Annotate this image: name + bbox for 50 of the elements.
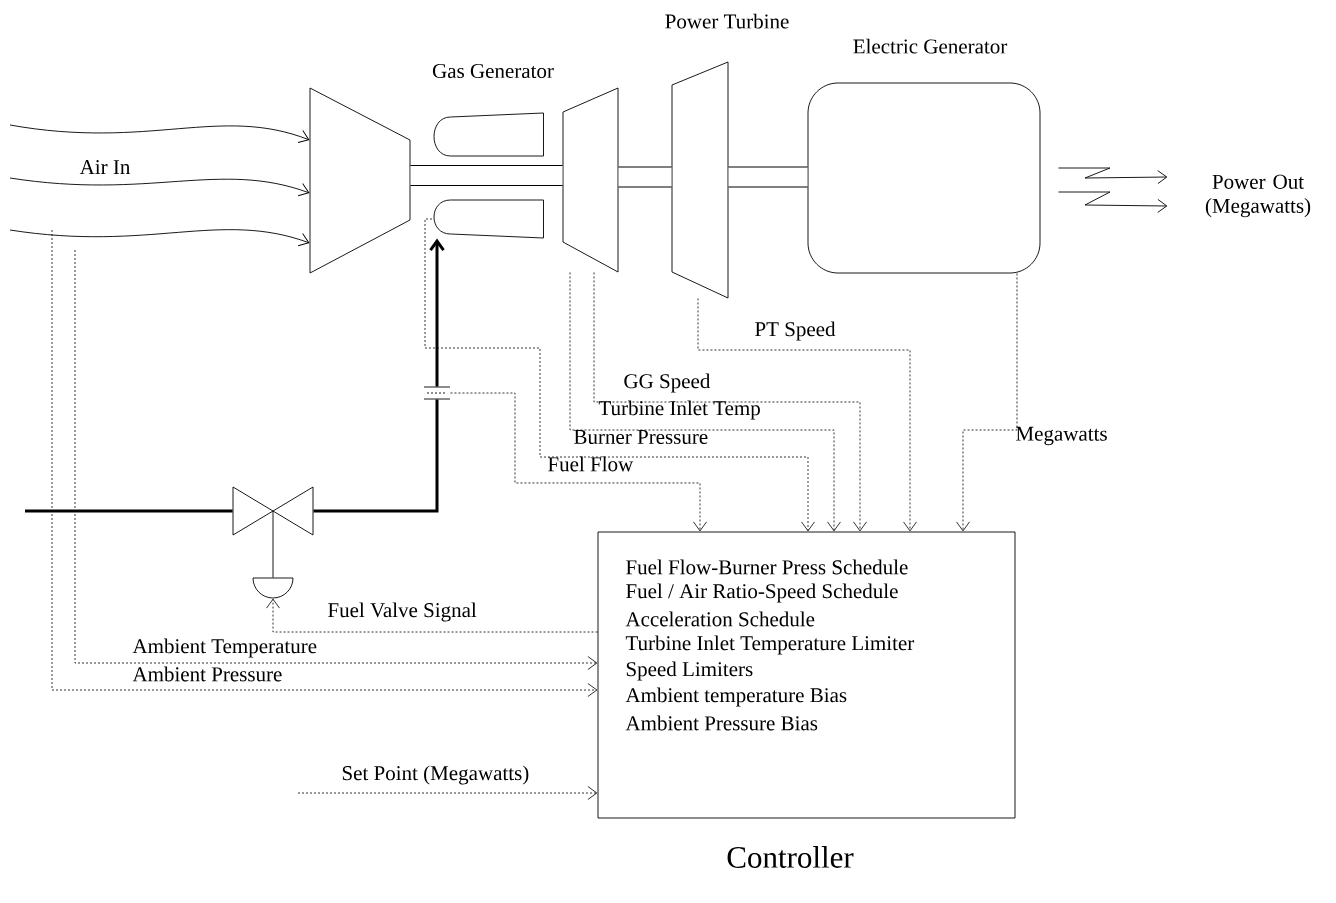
compressor-drawing — [309, 87, 411, 274]
shaft — [410, 165, 563, 186]
air-arrow — [9, 229, 310, 247]
edge-label: GG Speed — [624, 373, 711, 393]
valve-symbol — [232, 486, 314, 536]
flow-meter-symbol — [423, 386, 451, 400]
controller-box: Fuel Flow-Burner Press Schedule Fuel / Air Ratio-Speed Schedule Acceleration Schedule Turbine Inlet Temperature Limiter Speed Limiters Ambient temperature Bias Ambient Pressure Bias — [597, 531, 1016, 819]
generator-label: Electric Generator — [853, 38, 1008, 54]
signal-arrow — [697, 298, 917, 532]
signal-arrow — [450, 392, 707, 532]
power-arrow — [1058, 167, 1168, 185]
fuel-line — [313, 399, 439, 513]
edge-label: PT Speed — [755, 321, 836, 341]
edge-label: Fuel Flow — [548, 456, 634, 472]
shaft — [618, 166, 672, 188]
node-label: Ambient Pressure Bias — [625, 715, 818, 731]
air-arrow — [9, 177, 310, 197]
combustor-drawing — [433, 112, 544, 157]
node-label: Fuel Flow-Burner Press Schedule — [626, 559, 908, 575]
signal-arrow — [593, 272, 867, 532]
edge-label: Fuel Valve Signal — [328, 602, 477, 622]
edge-label: Set Point (Megawatts) — [342, 765, 529, 785]
signal-arrow — [297, 786, 598, 800]
signal-arrow — [266, 598, 598, 633]
combustor-drawing — [433, 199, 544, 239]
edge-label: Ambient Pressure — [132, 666, 282, 682]
shaft — [728, 166, 808, 188]
controller-heading: Controller — [727, 846, 854, 868]
edge-label: Burner Pressure — [574, 430, 708, 444]
power-arrow — [1058, 191, 1168, 213]
air-label: Air In — [79, 160, 131, 174]
signal-arrow — [956, 273, 1018, 532]
turbine-drawing — [562, 87, 619, 273]
air-arrow — [9, 124, 310, 143]
fuel-arrow — [429, 238, 445, 387]
section-label: Gas Generator — [432, 63, 554, 79]
turbine-label: Power Turbine — [665, 13, 789, 29]
fuel-line — [25, 509, 233, 513]
node-label: Ambient temperature Bias — [625, 687, 847, 707]
node-label: Acceleration Schedule — [625, 611, 815, 627]
actuator-symbol — [252, 577, 294, 599]
edge-label: Ambient Temperature — [132, 638, 317, 658]
edge-label: Megawatts — [1016, 426, 1107, 446]
output-label: Power Out (Megawatts) — [1205, 174, 1311, 218]
signal-arrow — [424, 218, 815, 532]
edge-label: Turbine Inlet Temp — [598, 400, 760, 420]
node-label: Fuel / Air Ratio-Speed Schedule — [626, 583, 898, 603]
node-label: Turbine Inlet Temperature Limiter — [625, 635, 915, 655]
node-label: Speed Limiters — [626, 661, 753, 681]
signal-arrow — [569, 272, 841, 532]
